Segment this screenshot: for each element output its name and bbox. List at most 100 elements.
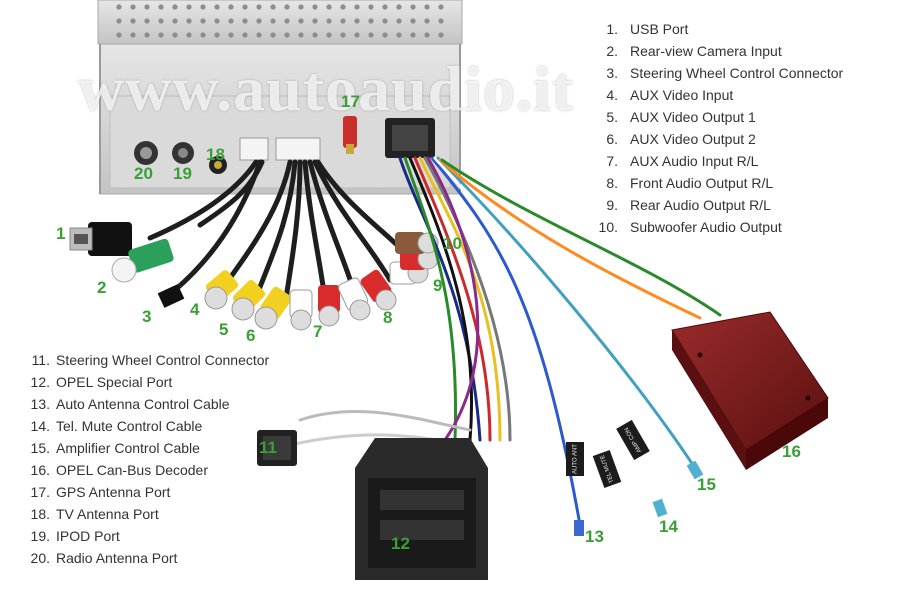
tv-antenna-port: [209, 156, 227, 174]
callout-7: 7: [313, 322, 323, 341]
legend-num: 20.: [30, 550, 50, 566]
legend-label: Radio Antenna Port: [56, 550, 178, 566]
main-harness-socket: [385, 118, 435, 158]
canbus-decoder-box: [671, 311, 829, 470]
callout-15: 15: [697, 475, 716, 494]
legend-item: 2. Rear-view Camera Input: [590, 40, 843, 62]
legend-label: TV Antenna Port: [56, 506, 159, 522]
rca-front-l: [337, 277, 371, 321]
callout-8: 8: [383, 308, 393, 327]
legend-item: 5. AUX Video Output 1: [590, 106, 843, 128]
legend-label: Subwoofer Audio Output: [630, 219, 782, 235]
legend-top: 1. USB Port 2. Rear-view Camera Input 3. St…: [590, 18, 844, 238]
rca-aux-video-in: [204, 270, 239, 310]
legend-num: 7.: [606, 153, 618, 169]
legend-item: 8. Front Audio Output R/L: [590, 172, 843, 194]
legend-num: 18.: [30, 506, 50, 522]
legend-num: 13.: [30, 396, 50, 412]
opel-special-connector: [355, 438, 488, 580]
legend-num: 12.: [30, 374, 50, 390]
legend-label: Steering Wheel Control Connector: [630, 65, 844, 81]
legend-label: OPEL Special Port: [56, 374, 173, 390]
legend-item: 19. IPOD Port: [28, 525, 269, 547]
legend-label: GPS Antenna Port: [56, 484, 171, 500]
callout-3: 3: [142, 307, 152, 326]
camera-input-plug: [111, 238, 174, 283]
cable-tag-auto-ant: AUTO ANT: [566, 442, 584, 476]
legend-label: USB Port: [630, 21, 689, 37]
callout-9: 9: [433, 276, 443, 295]
legend-item: 3. Steering Wheel Control Connector: [590, 62, 843, 84]
cable-tag-amp-con: AMP CON: [616, 419, 650, 461]
legend-item: 11.Steering Wheel Control Connector: [28, 349, 270, 371]
legend-num: 2.: [606, 43, 618, 59]
legend-num: 19.: [30, 528, 50, 544]
legend-label: AUX Video Output 1: [630, 109, 756, 125]
radio-antenna-port: [134, 141, 158, 165]
legend-item: 7.AUX Audio Input R/L: [590, 150, 843, 172]
cable-tag-auto-ant-text: AUTO ANT: [573, 444, 579, 474]
legend-label: AUX Video Input: [630, 87, 734, 103]
legend-item: 6. AUX Video Output 2: [590, 128, 843, 150]
legend-item: 12. OPEL Special Port: [28, 371, 269, 393]
legend-num: 4.: [606, 87, 618, 103]
legend-num: 5.: [606, 109, 618, 125]
steering-connector-small: [157, 284, 185, 308]
callout-19: 19: [173, 164, 192, 183]
legend-label: Steering Wheel Control Connector: [56, 352, 270, 368]
legend-label: Front Audio Output R/L: [630, 175, 774, 191]
legend-item: 18. TV Antenna Port: [28, 503, 269, 525]
legend-label: Amplifier Control Cable: [56, 440, 200, 456]
legend-label: OPEL Can-Bus Decoder: [56, 462, 208, 478]
legend-item: 9. Rear Audio Output R/L: [590, 194, 843, 216]
usb-plug: [69, 222, 132, 256]
callout-14: 14: [659, 517, 678, 536]
rca-aux-audio-l: [289, 289, 313, 331]
legend-label: Tel. Mute Control Cable: [56, 418, 203, 434]
legend-label: IPOD Port: [56, 528, 120, 544]
callout-18: 18: [206, 145, 225, 164]
callout-17: 17: [341, 92, 360, 111]
rca-plugs: [204, 232, 439, 331]
rca-block-connectors: [239, 137, 321, 161]
steering-wheel-connector: [257, 430, 297, 466]
legend-item: 20. Radio Antenna Port: [28, 547, 269, 569]
legend-num: 16.: [30, 462, 50, 478]
legend-num: 3.: [606, 65, 618, 81]
callout-1: 1: [56, 224, 66, 243]
legend-item: 13. Auto Antenna Control Cable: [28, 393, 269, 415]
legend-num: 10.: [598, 219, 618, 235]
watermark-text: www.autoaudio.it: [78, 53, 575, 124]
rca-front-r: [360, 269, 397, 311]
legend-item: 15. Amplifier Control Cable: [28, 437, 269, 459]
legend-num: 17.: [30, 484, 50, 500]
rca-wire-bundle: [147, 159, 413, 308]
legend-label: AUX Video Output 2: [630, 131, 756, 147]
callout-4: 4: [190, 300, 200, 319]
legend-label: Rear Audio Output R/L: [630, 197, 771, 213]
wire-tips: [574, 460, 704, 536]
legend-label: Auto Antenna Control Cable: [56, 396, 230, 412]
callout-6: 6: [246, 326, 256, 345]
legend-label: Rear-view Camera Input: [630, 43, 782, 59]
legend-item: 1. USB Port: [590, 18, 843, 40]
rca-aux-audio-r: [318, 285, 340, 327]
legend-num: 6.: [606, 131, 618, 147]
legend-bottom: 11.Steering Wheel Control Connector 12. O…: [28, 349, 270, 569]
callout-5: 5: [219, 320, 229, 339]
legend-item: 14. Tel. Mute Control Cable: [28, 415, 269, 437]
rca-aux-video-out-2: [254, 286, 292, 330]
callout-13: 13: [585, 527, 604, 546]
callout-2: 2: [97, 278, 107, 297]
legend-num: 15.: [30, 440, 50, 456]
legend-num: 1.: [606, 21, 618, 37]
legend-num: 8.: [606, 175, 618, 191]
legend-item: 10. Subwoofer Audio Output: [590, 216, 843, 238]
legend-item: 17. GPS Antenna Port: [28, 481, 269, 503]
cable-tag-tel-mute: TEL MUTE: [592, 449, 622, 489]
rca-aux-video-out-1: [231, 279, 266, 321]
legend-num: 9.: [606, 197, 618, 213]
legend-num: 14.: [30, 418, 50, 434]
legend-item: 4. AUX Video Input: [590, 84, 843, 106]
